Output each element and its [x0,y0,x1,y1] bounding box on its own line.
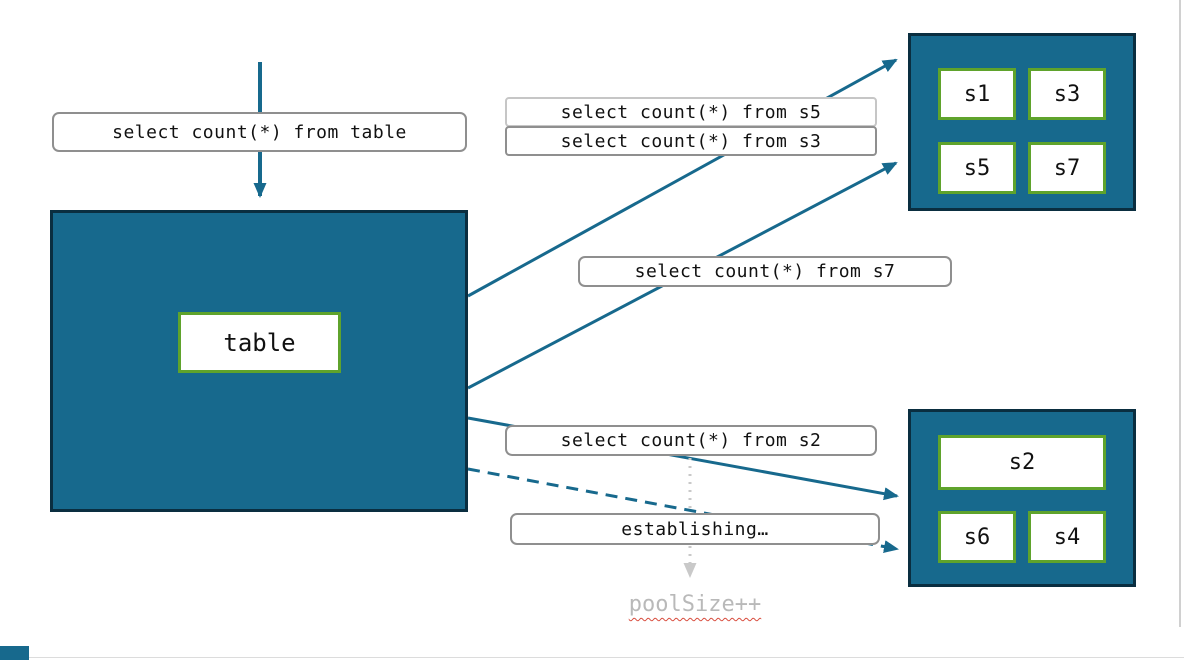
table-node-label: table [178,312,341,373]
query-table-text: select count(*) from table [112,121,407,143]
shard-s7-text: s7 [1053,155,1081,181]
query-s3-label: select count(*) from s3 [505,126,877,156]
shard-s1: s1 [938,68,1016,120]
establishing-label: establishing… [510,513,880,545]
query-s5-text: select count(*) from s5 [560,101,822,123]
shard-s6: s6 [938,511,1016,563]
query-s7-text: select count(*) from s7 [634,261,896,282]
shard-s2-text: s2 [1008,450,1036,475]
shard-s5: s5 [938,142,1016,194]
query-s3-text: select count(*) from s3 [560,130,822,152]
shard-s3-text: s3 [1053,81,1081,107]
establishing-text: establishing… [621,518,769,540]
shard-s3: s3 [1028,68,1106,120]
canvas-edge-right [1179,0,1181,627]
query-table-label: select count(*) from table [52,112,467,152]
query-s5-label: select count(*) from s5 [505,97,877,127]
query-s2-label: select count(*) from s2 [505,425,877,456]
shard-s7: s7 [1028,142,1106,194]
query-s7-label: select count(*) from s7 [578,256,952,287]
shard-s4-text: s4 [1053,524,1081,550]
pool-size-text: poolSize++ [628,592,762,617]
table-node-text: table [223,328,296,357]
query-s2-text: select count(*) from s2 [560,430,822,451]
shard-s6-text: s6 [963,524,991,550]
canvas-edge-bottom [0,657,1184,658]
shard-s1-text: s1 [963,81,991,107]
shard-s2: s2 [938,435,1106,490]
pool-size-annotation: poolSize++ [600,592,790,617]
shard-s4: s4 [1028,511,1106,563]
slide-corner-accent [0,646,29,660]
shard-s5-text: s5 [963,155,991,181]
